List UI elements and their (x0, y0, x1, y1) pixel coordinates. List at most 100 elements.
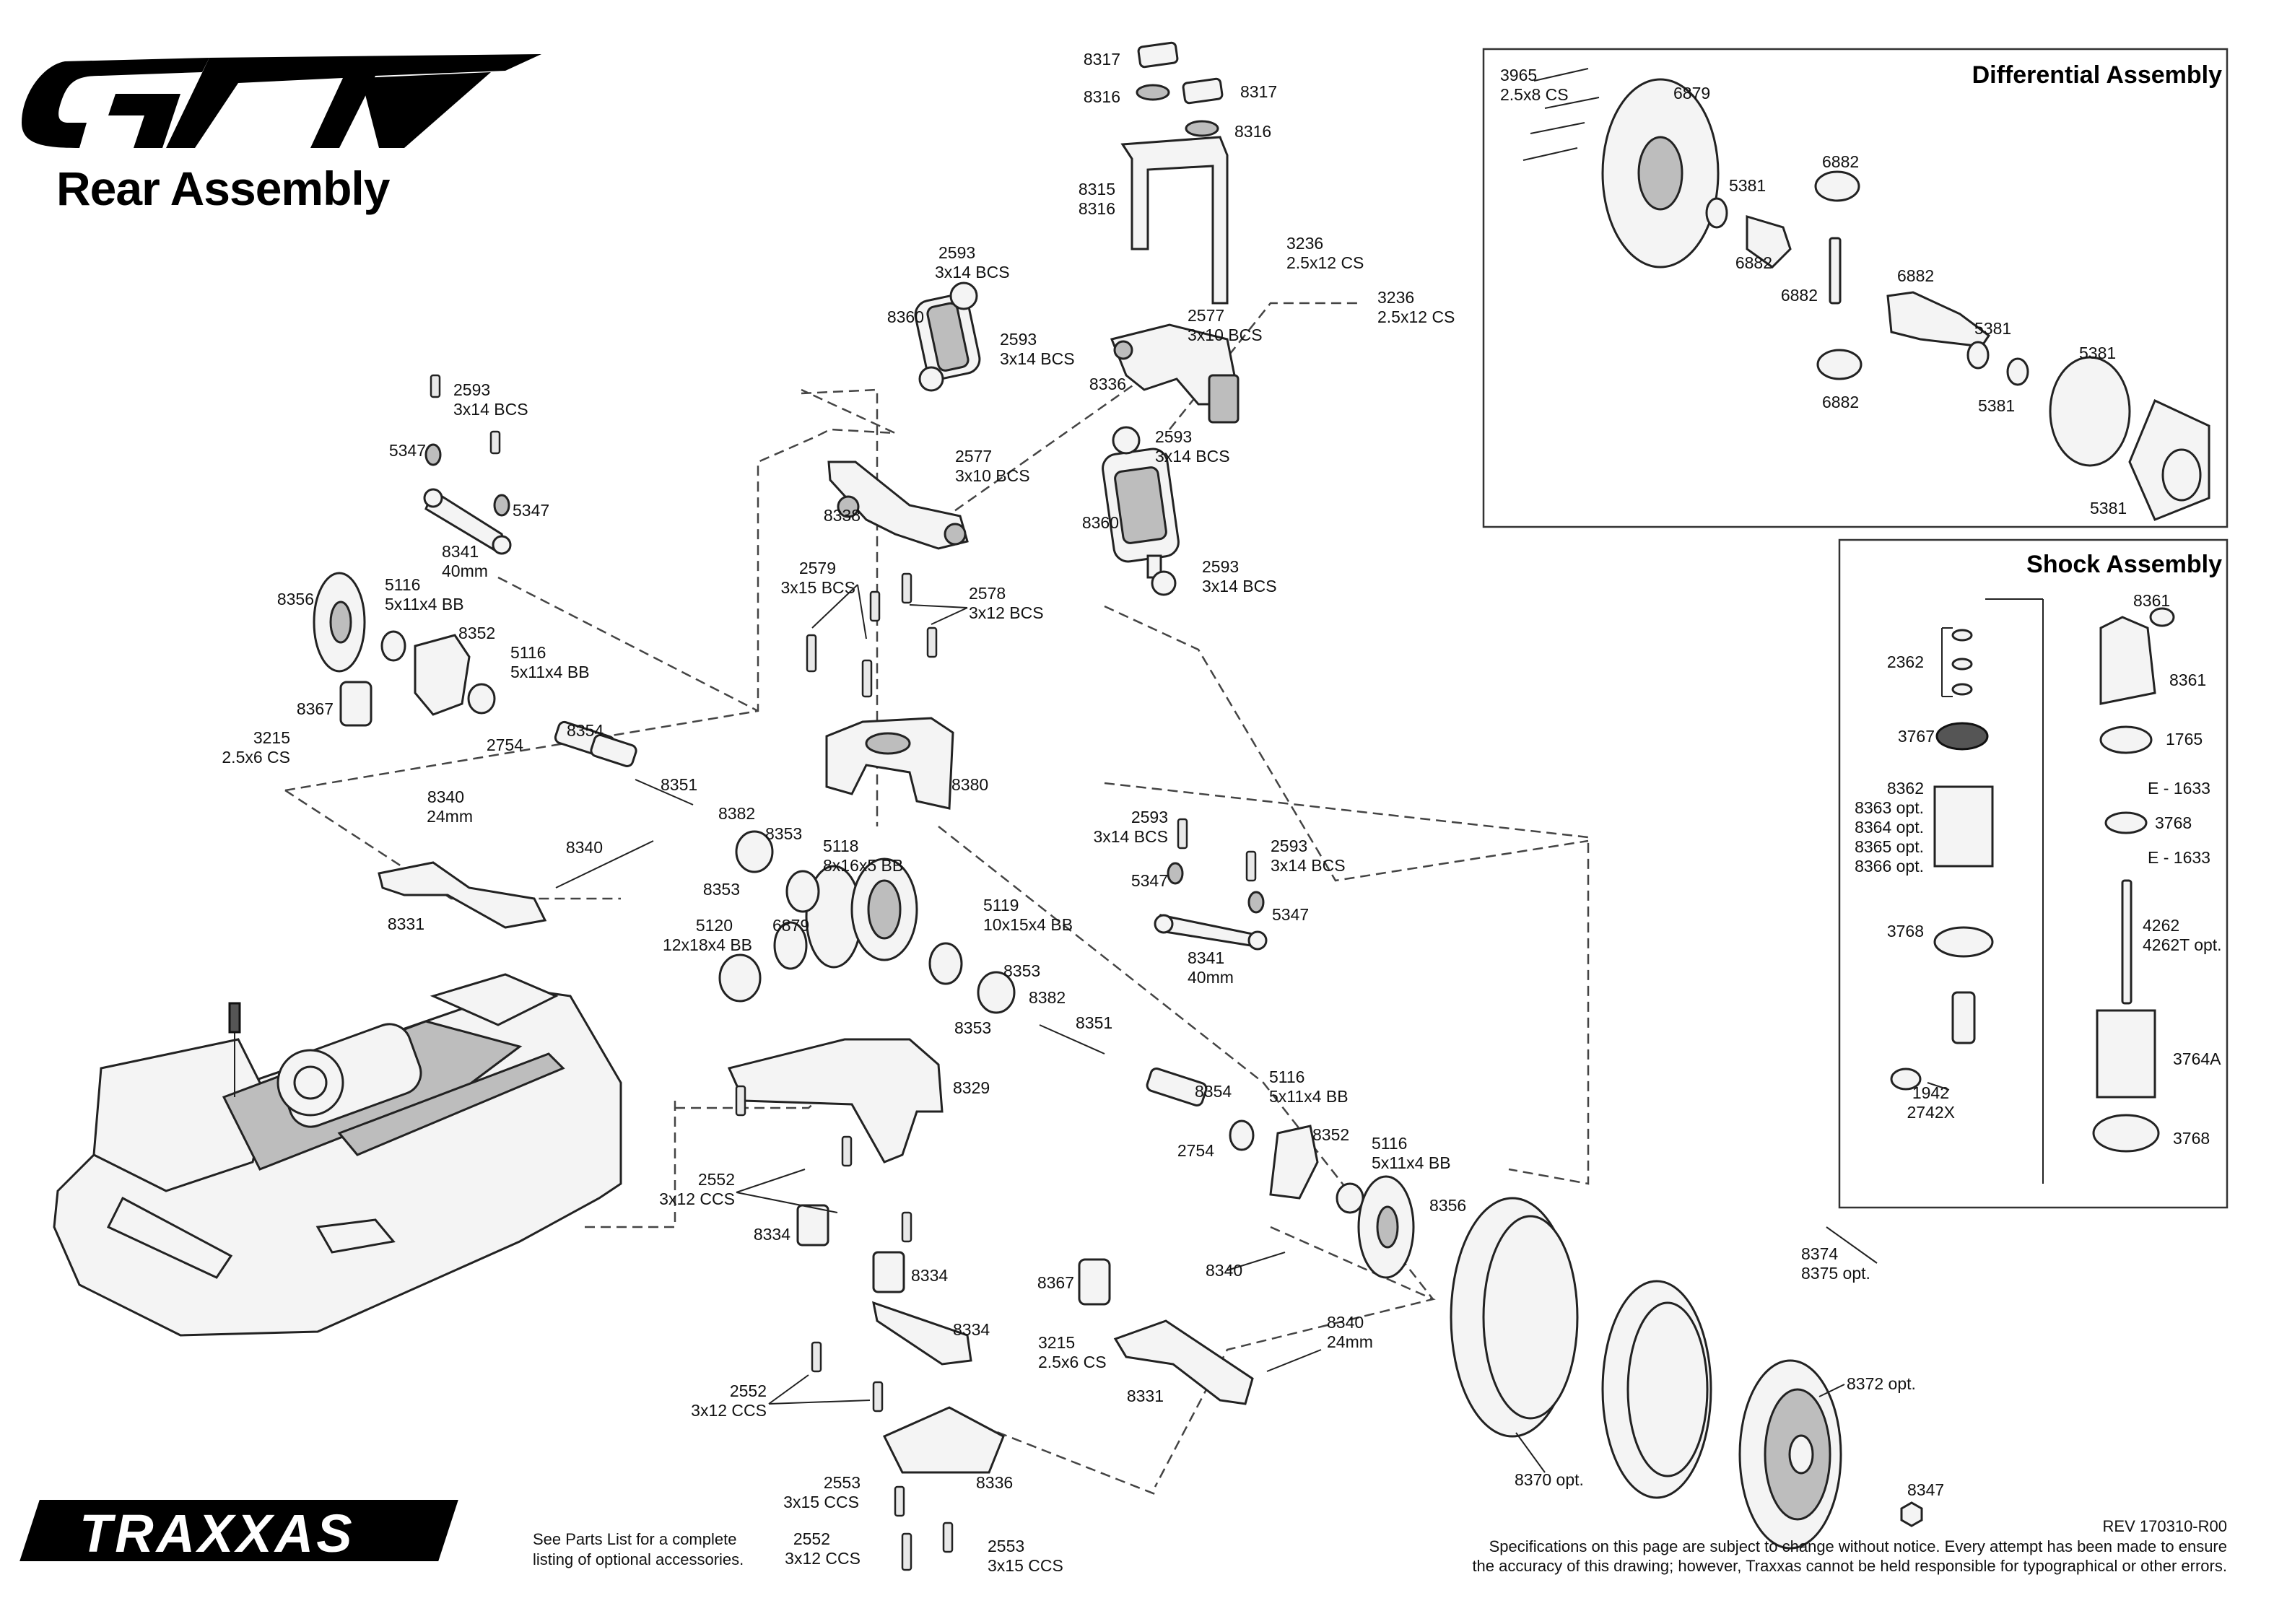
part-label: 2.5x8 CS (1500, 85, 1569, 104)
part-label: 5x11x4 BB (385, 595, 464, 614)
part-label: 5381 (1978, 396, 2015, 415)
part-label: 3x15 CCS (988, 1556, 1063, 1575)
part-label: 3768 (1887, 922, 1924, 940)
part-label: 2552 (698, 1170, 735, 1189)
traxxas-logo: TRAXXAS (19, 1500, 458, 1563)
rear-upper-arm-mount (827, 460, 969, 550)
part-label: 40mm (1188, 968, 1234, 987)
part-label: 3764A (2173, 1049, 2221, 1068)
part-label: 8380 (951, 775, 988, 794)
parts-note-line2: listing of optional accessories. (533, 1550, 744, 1568)
part-label: 8362 (1887, 779, 1924, 798)
part-label: 3x12 CCS (659, 1189, 735, 1208)
part-label: 8316 (1079, 199, 1115, 218)
part-label: 5116 (1269, 1068, 1304, 1086)
differential-main (718, 830, 1016, 1014)
left-lower-arm (378, 840, 654, 929)
part-label: 2593 (1155, 427, 1192, 446)
left-axle (554, 720, 694, 806)
part-label: 2577 (955, 447, 992, 466)
part-label: 8361 (2169, 671, 2206, 689)
part-label: 3x14 BCS (1155, 447, 1230, 466)
part-label: 8367 (1037, 1273, 1074, 1292)
part-label: 8347 (1907, 1480, 1944, 1499)
part-label: 5116 (385, 575, 420, 594)
part-label: 8353 (954, 1018, 991, 1037)
part-label: 3965 (1500, 66, 1537, 84)
part-label: 3x15 CCS (783, 1493, 859, 1511)
rear-shock-tower (1110, 323, 1240, 424)
part-label: 1765 (2166, 730, 2203, 748)
part-label: 8351 (661, 775, 697, 794)
part-label: 8317 (1240, 82, 1277, 101)
part-label: 2577 (1188, 306, 1224, 325)
shock-inset-box (1838, 538, 2229, 1209)
part-label: 24mm (427, 807, 473, 826)
part-label: 8370 opt. (1515, 1470, 1584, 1489)
part-label: 2742X (1907, 1103, 1955, 1122)
part-label: 3x14 BCS (1093, 827, 1168, 846)
part-label: 8372 opt. (1847, 1374, 1916, 1393)
part-label: 5347 (389, 441, 426, 460)
part-label: 5119 (983, 896, 1019, 914)
body-mount-posts (1120, 41, 1229, 305)
part-label: 6882 (1897, 266, 1934, 285)
part-label: 2593 (1271, 837, 1307, 855)
rear-wheel-tire (1450, 1197, 1923, 1550)
part-label: 8334 (911, 1266, 948, 1285)
diff-ring-gear (1522, 68, 1720, 269)
part-label: 24mm (1327, 1332, 1373, 1351)
differential-inset-box (1482, 48, 2229, 528)
right-camber-link (1154, 862, 1268, 951)
part-label: 3768 (2155, 813, 2192, 832)
part-label: 8382 (718, 804, 755, 823)
part-labels: 8317 8316 8317 8316 8315 8316 3236 2.5x1… (222, 50, 2221, 1575)
part-label: 8340 (1327, 1313, 1364, 1332)
part-label: 5120 (696, 916, 733, 935)
part-label: 6879 (772, 916, 809, 935)
part-label: 2362 (1887, 652, 1924, 671)
part-label: 6882 (1781, 286, 1818, 305)
part-label: 3x10 BCS (955, 466, 1030, 485)
part-label: 8364 opt. (1855, 818, 1924, 837)
part-label: 8360 (887, 307, 924, 326)
part-label: 3x14 BCS (453, 400, 528, 419)
part-label: 8360 (1082, 513, 1119, 532)
rear-shock-lower (1102, 426, 1180, 596)
right-lower-arm (1113, 1252, 1322, 1405)
part-label: 6882 (1735, 253, 1772, 272)
part-label: 8316 (1234, 122, 1271, 141)
part-label: 2578 (969, 584, 1006, 603)
part-label: 8354 (1195, 1082, 1232, 1101)
part-label: E - 1633 (2148, 848, 2210, 867)
part-label: 3x14 BCS (1271, 856, 1346, 875)
part-label: 3767 (1898, 727, 1935, 746)
part-label: 6882 (1822, 152, 1859, 171)
part-label: 5x11x4 BB (510, 663, 590, 681)
part-label: 8334 (953, 1320, 990, 1339)
part-label: 8354 (567, 721, 604, 740)
disclaimer-line2: the accuracy of this drawing; however, T… (1472, 1557, 2227, 1575)
part-label: 5381 (2090, 499, 2127, 518)
part-label: 6879 (1673, 84, 1710, 102)
part-label: 8352 (1312, 1125, 1349, 1144)
part-label: 5381 (1974, 319, 2011, 338)
part-label: 5347 (1131, 871, 1168, 890)
page-title: Rear Assembly (56, 162, 391, 215)
part-label: 8351 (1076, 1013, 1112, 1032)
part-label: 8338 (824, 506, 861, 525)
part-label: 2.5x12 CS (1286, 253, 1364, 272)
part-label: 8353 (703, 880, 740, 899)
differential-inset-title: Differential Assembly (1972, 61, 2222, 89)
part-label: 10x15x4 BB (983, 915, 1073, 934)
part-label: 8341 (1188, 948, 1224, 967)
gt-logo (22, 54, 541, 148)
leader-lines (736, 584, 1953, 1473)
part-label: 3x14 BCS (1000, 349, 1075, 368)
part-label: 5381 (2079, 344, 2116, 362)
left-hub-carrier (339, 630, 496, 727)
part-label: 3215 (1038, 1333, 1075, 1352)
part-label: 12x18x4 BB (663, 935, 752, 954)
part-label: 2553 (988, 1537, 1024, 1555)
part-label: 3236 (1286, 234, 1323, 253)
